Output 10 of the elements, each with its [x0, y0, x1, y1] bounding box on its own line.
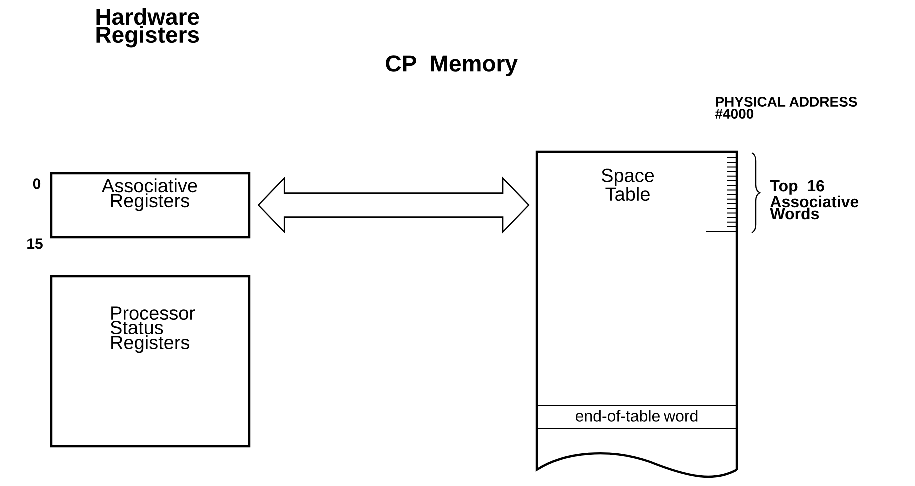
section-heading: CP Memory [386, 56, 518, 76]
address-label: PHYSICAL ADDRESS #4000 [715, 97, 858, 119]
double-arrow [258, 176, 530, 234]
table-band: end-of-table word [537, 405, 738, 430]
node-label: 15 [28, 238, 43, 250]
node-label: 0 [33, 178, 41, 190]
register-box: Associative Registers 0 15 [28, 172, 251, 250]
register-box: Processor Status Registers [50, 275, 251, 448]
section-heading: Hardware Registers [96, 8, 200, 48]
brace-label: Top 16 Associative Words [770, 180, 859, 220]
